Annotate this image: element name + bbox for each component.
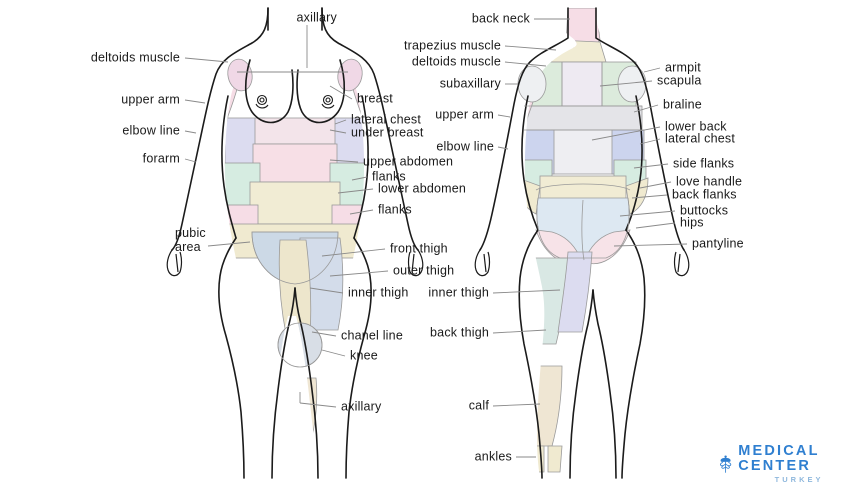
label-lateral-chest-front: lateral chest (351, 112, 421, 127)
label-inner-thigh-back: inner thigh (428, 285, 489, 300)
label-ankles: ankles (474, 449, 512, 464)
label-elbow-line-front: elbow line (122, 123, 180, 138)
label-breast: breast (357, 91, 393, 106)
label-love-handle: love handle (676, 174, 743, 189)
front-leader-lines (184, 25, 389, 408)
label-armpit: armpit (665, 60, 701, 75)
label-deltoids-muscle-back: deltoids muscle (411, 54, 501, 69)
label-back-neck: back neck (471, 11, 530, 26)
label-flanks-lower: flanks (378, 202, 412, 217)
label-chanel-line: chanel line (341, 328, 403, 343)
label-outer-thigh: outer thigh (393, 263, 455, 278)
label-back-flanks: back flanks (672, 187, 737, 202)
label-lateral-chest-back: lateral chest (665, 131, 735, 146)
label-axillary-top: axillary (296, 10, 337, 25)
label-braline: braline (663, 97, 702, 112)
front-axillary-left (227, 58, 253, 92)
label-upper-arm-back: upper arm (435, 107, 494, 122)
front-axillary-right (337, 58, 363, 92)
label-side-flanks: side flanks (673, 156, 735, 171)
medical-center-turkey-logo[interactable]: MEDICAL CENTER TURKEY (718, 444, 860, 484)
label-hips: hips (680, 215, 704, 230)
label-deltoids-muscle: deltoids muscle (90, 50, 180, 65)
label-pantyline: pantyline (692, 236, 744, 251)
label-under-breast: under breast (351, 125, 424, 140)
back-subaxillary-left (517, 65, 547, 103)
label-upper-arm-front: upper arm (121, 92, 180, 107)
label-back-thigh: back thigh (430, 325, 489, 340)
logo-primary-text: MEDICAL CENTER (738, 443, 820, 474)
label-inner-thigh-front: inner thigh (348, 285, 409, 300)
label-lower-back: lower back (665, 119, 727, 134)
label-calf: calf (468, 398, 489, 413)
back-leader-lines (492, 18, 688, 458)
label-subaxillary: subaxillary (439, 76, 501, 91)
label-axillary-calf: axillary (341, 399, 382, 414)
label-forarm: forarm (142, 151, 180, 166)
label-upper-abdomen: upper abdomen (363, 154, 454, 169)
label-flanks-upper: flanks (372, 169, 406, 184)
front-zone-fills (224, 55, 365, 445)
label-scapula: scapula (657, 73, 702, 88)
front-body-outline (166, 7, 424, 479)
label-front-thigh: front thigh (390, 241, 448, 256)
label-buttocks: buttocks (680, 203, 729, 218)
label-lower-abdomen: lower abdomen (378, 181, 467, 196)
label-elbow-line-back: elbow line (436, 139, 494, 154)
label-knee: knee (350, 348, 378, 363)
label-trapezius-muscle: trapezius muscle (404, 38, 501, 53)
caduceus-icon (720, 455, 732, 473)
label-pubic-area: pubic area (175, 226, 206, 254)
